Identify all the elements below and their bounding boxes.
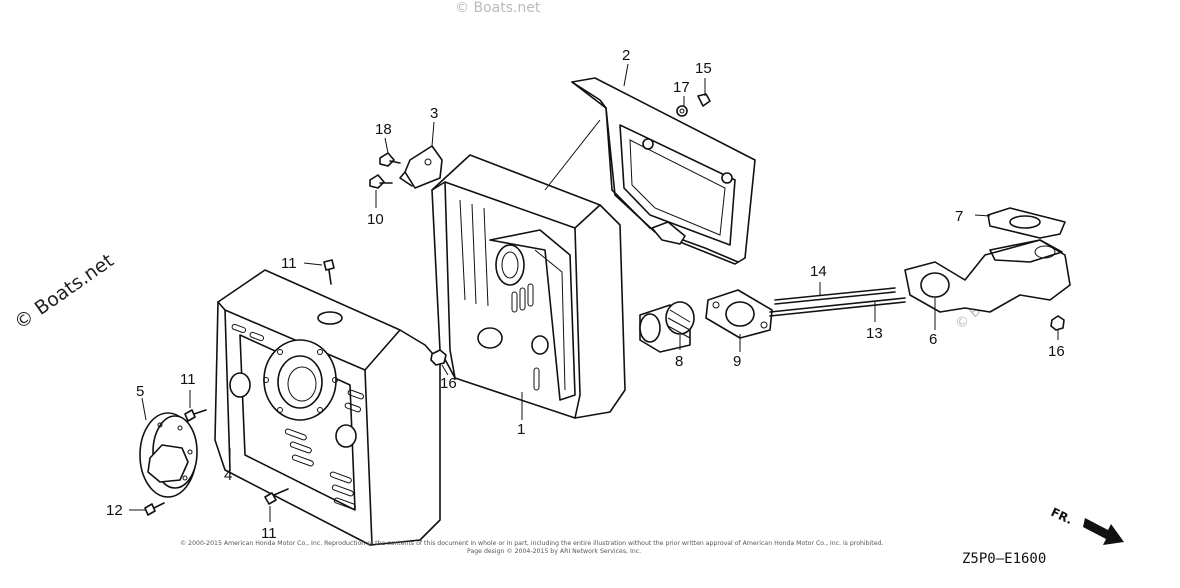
callout-3[interactable]: 3 xyxy=(430,105,438,122)
callout-11-bottom[interactable]: 11 xyxy=(261,525,277,542)
callout-13[interactable]: 13 xyxy=(866,325,883,342)
faint-watermark-top: © Boats.net xyxy=(455,0,541,16)
part-5-cap xyxy=(139,412,198,498)
callout-9[interactable]: 9 xyxy=(733,353,741,370)
part-9-gasket xyxy=(705,289,773,339)
part-7-gasket xyxy=(987,207,1066,239)
callout-7[interactable]: 7 xyxy=(955,208,963,225)
callout-2[interactable]: 2 xyxy=(622,47,630,64)
callout-15[interactable]: 15 xyxy=(695,60,712,77)
fr-arrow-icon: FR. xyxy=(1049,505,1124,545)
nut-16-right xyxy=(1050,315,1065,331)
bolts-18-10 xyxy=(369,152,401,189)
callout-6[interactable]: 6 xyxy=(929,331,937,348)
part-8-spark-arrester xyxy=(639,301,695,353)
callout-11-top[interactable]: 11 xyxy=(281,255,297,272)
part-2-heat-shield xyxy=(571,77,756,265)
callout-11-left[interactable]: 11 xyxy=(180,371,196,388)
parts-13-14-studs xyxy=(769,287,906,317)
part-3-bracket xyxy=(399,145,443,189)
nut-16-left xyxy=(430,349,447,366)
callout-18[interactable]: 18 xyxy=(375,121,392,138)
callout-5[interactable]: 5 xyxy=(136,383,144,400)
callout-8[interactable]: 8 xyxy=(675,353,683,370)
screws xyxy=(144,259,335,516)
callout-16-left[interactable]: 16 xyxy=(440,375,457,392)
callout-1[interactable]: 1 xyxy=(517,421,525,438)
callout-14[interactable]: 14 xyxy=(810,263,827,280)
copyright-line-2: Page design © 2004-2015 by ARI Network S… xyxy=(467,547,641,555)
callouts: 2 15 17 3 18 10 11 7 14 13 6 16 8 9 16 1… xyxy=(106,47,1065,542)
callout-4[interactable]: 4 xyxy=(224,467,232,484)
watermark: © Boats.net xyxy=(10,250,118,335)
copyright-line-1: © 2000-2015 American Honda Motor Co., In… xyxy=(180,539,883,547)
callout-16-right[interactable]: 16 xyxy=(1048,343,1065,360)
bolts-15-17 xyxy=(676,93,711,117)
leader-lines xyxy=(129,63,1059,522)
part-6-exhaust-pipe xyxy=(904,239,1071,313)
part-4-protector xyxy=(214,269,441,546)
callout-12[interactable]: 12 xyxy=(106,502,123,519)
callout-17[interactable]: 17 xyxy=(673,79,690,96)
diagram-code: Z5P0–E1600 xyxy=(962,551,1046,567)
callout-10[interactable]: 10 xyxy=(367,211,384,228)
part-1-muffler xyxy=(431,154,626,419)
fr-label: FR. xyxy=(1049,505,1075,527)
